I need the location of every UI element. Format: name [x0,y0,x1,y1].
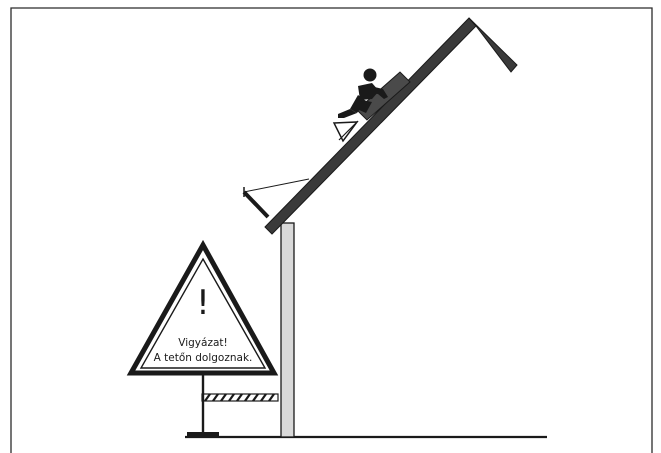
roof-slope [264,17,477,235]
wall-post [280,222,295,438]
warning-exclamation-icon: ! [196,283,210,323]
warning-sign: ! Vigyázat! A tetőn dolgoznak. [126,239,279,376]
roof-ridge-back [468,17,518,73]
warning-sign-title: Vigyázat! [178,337,227,349]
roof-bracket-brace [338,120,359,141]
barrier-tape-stripes [204,393,275,402]
sign-base [187,432,219,438]
eaves-safety-net [242,178,310,219]
roof-worker-figure [338,68,388,118]
frame-border [10,7,653,453]
warning-sign-message: A tetőn dolgoznak. [154,352,253,364]
roof-bracket [332,121,359,143]
